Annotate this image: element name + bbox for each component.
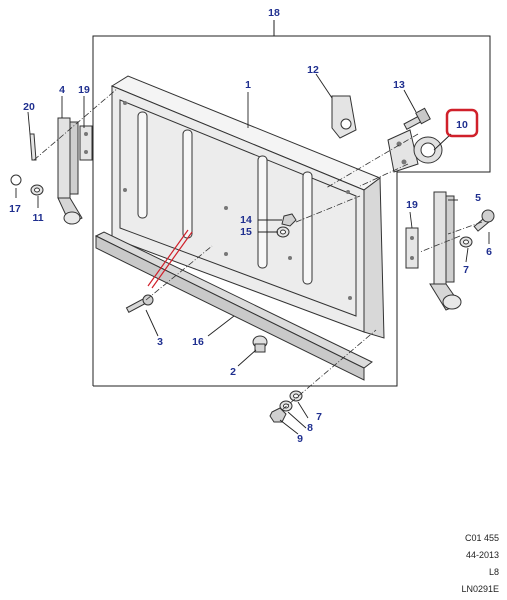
- callout-3[interactable]: 3: [157, 336, 163, 348]
- left-hinge: [57, 117, 83, 225]
- callout-20[interactable]: 20: [23, 101, 35, 113]
- reference-drawing-number: LN0291E: [461, 584, 499, 594]
- bolt-6: [473, 209, 495, 232]
- callout-4[interactable]: 4: [59, 84, 65, 96]
- callout-12[interactable]: 12: [307, 64, 319, 76]
- washer-7-right: [459, 236, 473, 248]
- callout-15[interactable]: 15: [240, 226, 252, 238]
- tailgate-panel: [110, 75, 385, 339]
- bracket-12: [331, 95, 357, 139]
- callout-8[interactable]: 8: [307, 422, 313, 434]
- washer-7-bottom: [289, 390, 303, 402]
- highlight-indicator: [147, 229, 193, 289]
- callout-5[interactable]: 5: [475, 192, 481, 204]
- callout-16[interactable]: 16: [192, 336, 204, 348]
- leader-lines: [15, 73, 490, 435]
- reference-date: 44-2013: [465, 550, 499, 560]
- callout-14[interactable]: 14: [240, 214, 252, 226]
- bolt-3: [125, 294, 154, 313]
- clip-17: [10, 174, 22, 186]
- left-hinge-plate: [79, 125, 93, 161]
- callout-1[interactable]: 1: [245, 79, 251, 91]
- highlight-box-10: [445, 108, 479, 138]
- callout-19-left[interactable]: 19: [78, 84, 90, 96]
- nut-14: [281, 213, 297, 227]
- callout-19-right[interactable]: 19: [406, 199, 418, 211]
- reference-code: C01 455: [464, 533, 499, 543]
- assembly-axis-lines: [33, 87, 483, 411]
- callout-9[interactable]: 9: [297, 433, 303, 445]
- callout-18[interactable]: 18: [268, 7, 280, 19]
- washer-8: [279, 400, 293, 412]
- assembly-frame: [92, 35, 491, 387]
- callout-6[interactable]: 6: [486, 246, 492, 258]
- washer-15: [276, 226, 290, 238]
- towing-eye-10: [387, 129, 443, 173]
- callout-10[interactable]: 10: [456, 119, 468, 131]
- buffer-2: [252, 335, 268, 353]
- callout-2[interactable]: 2: [230, 366, 236, 378]
- callout-13[interactable]: 13: [393, 79, 405, 91]
- washer-11: [30, 184, 44, 196]
- callout-labels: 1 2 3 4 5 6 7 7 8 9 10 11 12 13 14 15 16…: [9, 7, 492, 445]
- pin-20: [29, 133, 37, 161]
- right-hinge: [429, 191, 462, 311]
- callout-7-bottom[interactable]: 7: [316, 411, 322, 423]
- callout-11[interactable]: 11: [32, 212, 43, 224]
- reference-section: L8: [488, 567, 499, 577]
- right-hinge-plate: [405, 227, 419, 269]
- callout-7-right[interactable]: 7: [463, 264, 469, 276]
- callout-17[interactable]: 17: [9, 203, 21, 215]
- bolt-13: [403, 107, 431, 130]
